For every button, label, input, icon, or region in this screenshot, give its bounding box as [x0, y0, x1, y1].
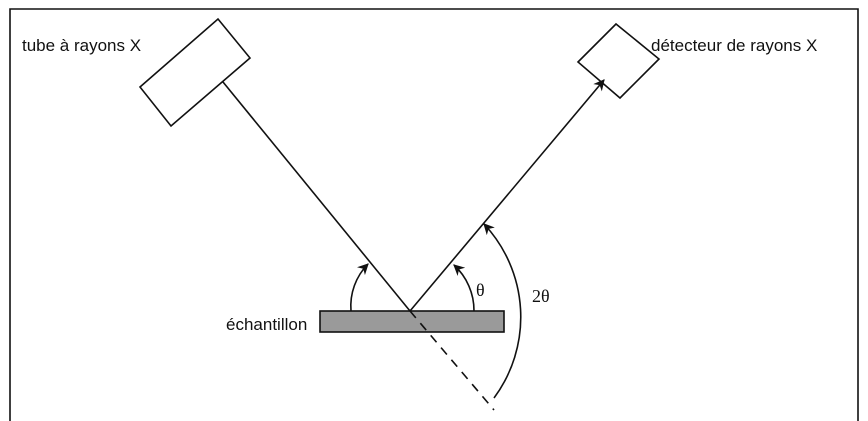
incidence-angle-arc	[350, 263, 369, 312]
diffracted-beam	[409, 79, 605, 312]
detector-box	[576, 22, 661, 100]
incident-beam	[222, 81, 411, 312]
theta-angle-arc	[453, 264, 475, 312]
two-theta-label: 2θ	[532, 286, 550, 306]
sample-slab	[319, 310, 505, 333]
sample-label: échantillon	[226, 315, 307, 334]
frame-border	[9, 8, 859, 421]
extension-dashed-line	[409, 310, 495, 411]
theta-label: θ	[476, 280, 485, 300]
two-theta-angle-arc	[483, 223, 522, 399]
tube-label: tube à rayons X	[22, 36, 141, 55]
detector-label: détecteur de rayons X	[651, 36, 817, 55]
xray-tube-box	[138, 17, 252, 128]
